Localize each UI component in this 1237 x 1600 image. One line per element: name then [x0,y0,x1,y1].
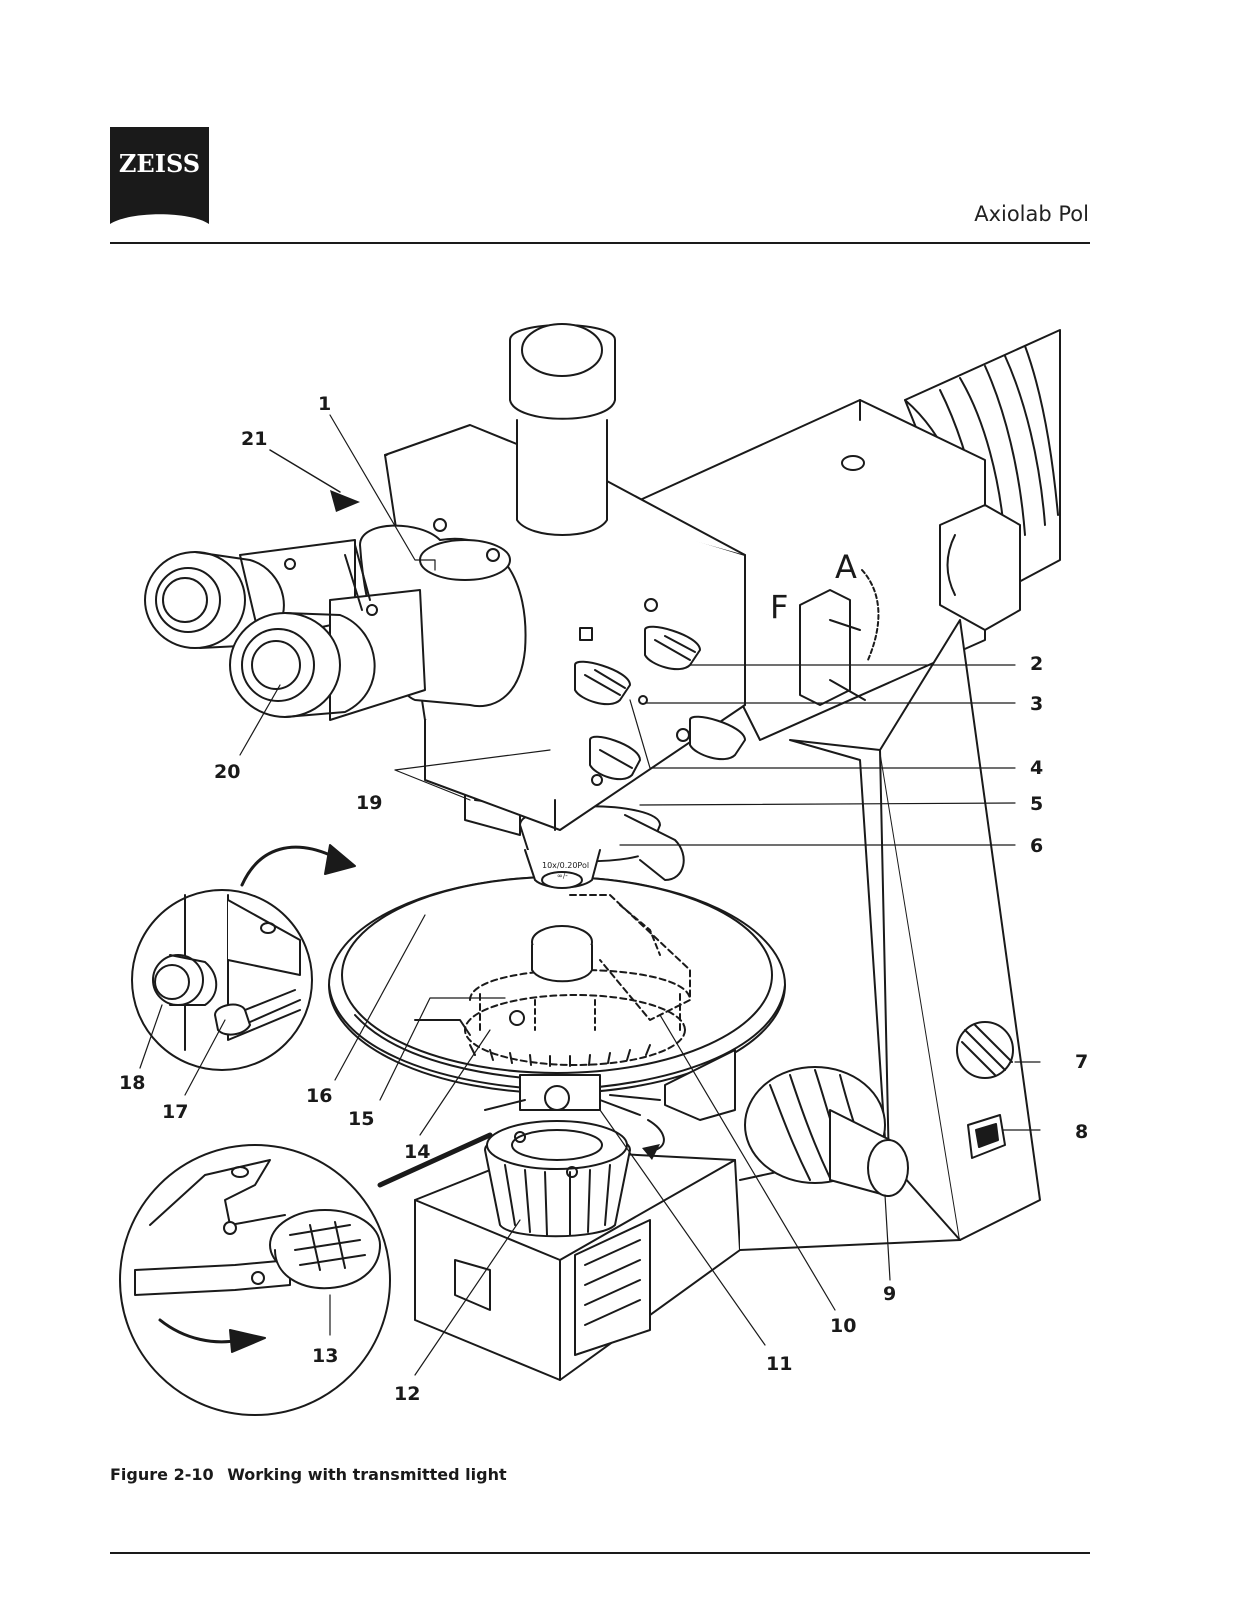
callout-18: 18 [119,1072,145,1094]
callout-19: 19 [356,792,382,814]
callout-3: 3 [1030,693,1043,715]
callout-14: 14 [404,1141,430,1163]
callout-4: 4 [1030,757,1043,779]
condenser-collector [484,1120,631,1238]
aperture-diaphragm-letter: A [835,548,857,586]
tube-head [384,323,746,831]
rotating-stage [328,876,786,1121]
document-title: Axiolab Pol [974,202,1089,226]
zeiss-logo: ZEISS [110,127,209,224]
callout-7: 7 [1075,1051,1088,1073]
callout-21: 21 [241,428,267,450]
callout-10: 10 [830,1315,856,1337]
callout-1: 1 [318,393,331,415]
zeiss-logo-text: ZEISS [119,149,200,178]
figure-number: Figure 2-10 [110,1465,214,1484]
callout-11: 11 [766,1353,792,1375]
header-rule [110,242,1090,244]
footer-rule [110,1552,1090,1554]
callout-6: 6 [1030,835,1043,857]
callout-leader-lines [139,414,1041,1376]
callout-8: 8 [1075,1121,1088,1143]
nosepiece-objective: 10x/0.20Pol ∞/- [464,789,685,889]
callout-16: 16 [306,1085,332,1107]
detail-inset-knobs [131,844,356,1071]
callout-20: 20 [214,761,240,783]
objective-tube-length: ∞/- [557,872,568,880]
field-diaphragm-letter: F [770,588,788,626]
callout-15: 15 [348,1108,374,1130]
objective-magnification: 10x/0.20Pol [542,861,589,870]
detail-inset-compensator [119,1132,493,1416]
figure-caption-text: Working with transmitted light [227,1465,507,1484]
callout-labels: 1 2 3 4 5 6 7 8 9 10 11 12 13 14 15 16 1… [119,393,1088,1405]
focus-knob [744,1066,909,1197]
callout-5: 5 [1030,793,1043,815]
microscope-stand [789,619,1041,1241]
binocular-eyepieces [144,518,527,721]
callout-9: 9 [883,1283,896,1305]
callout-2: 2 [1030,653,1043,675]
figure-caption: Figure 2-10 Working with transmitted lig… [110,1465,507,1484]
callout-13: 13 [312,1345,338,1367]
callout-17: 17 [162,1101,188,1123]
callout-12: 12 [394,1383,420,1405]
